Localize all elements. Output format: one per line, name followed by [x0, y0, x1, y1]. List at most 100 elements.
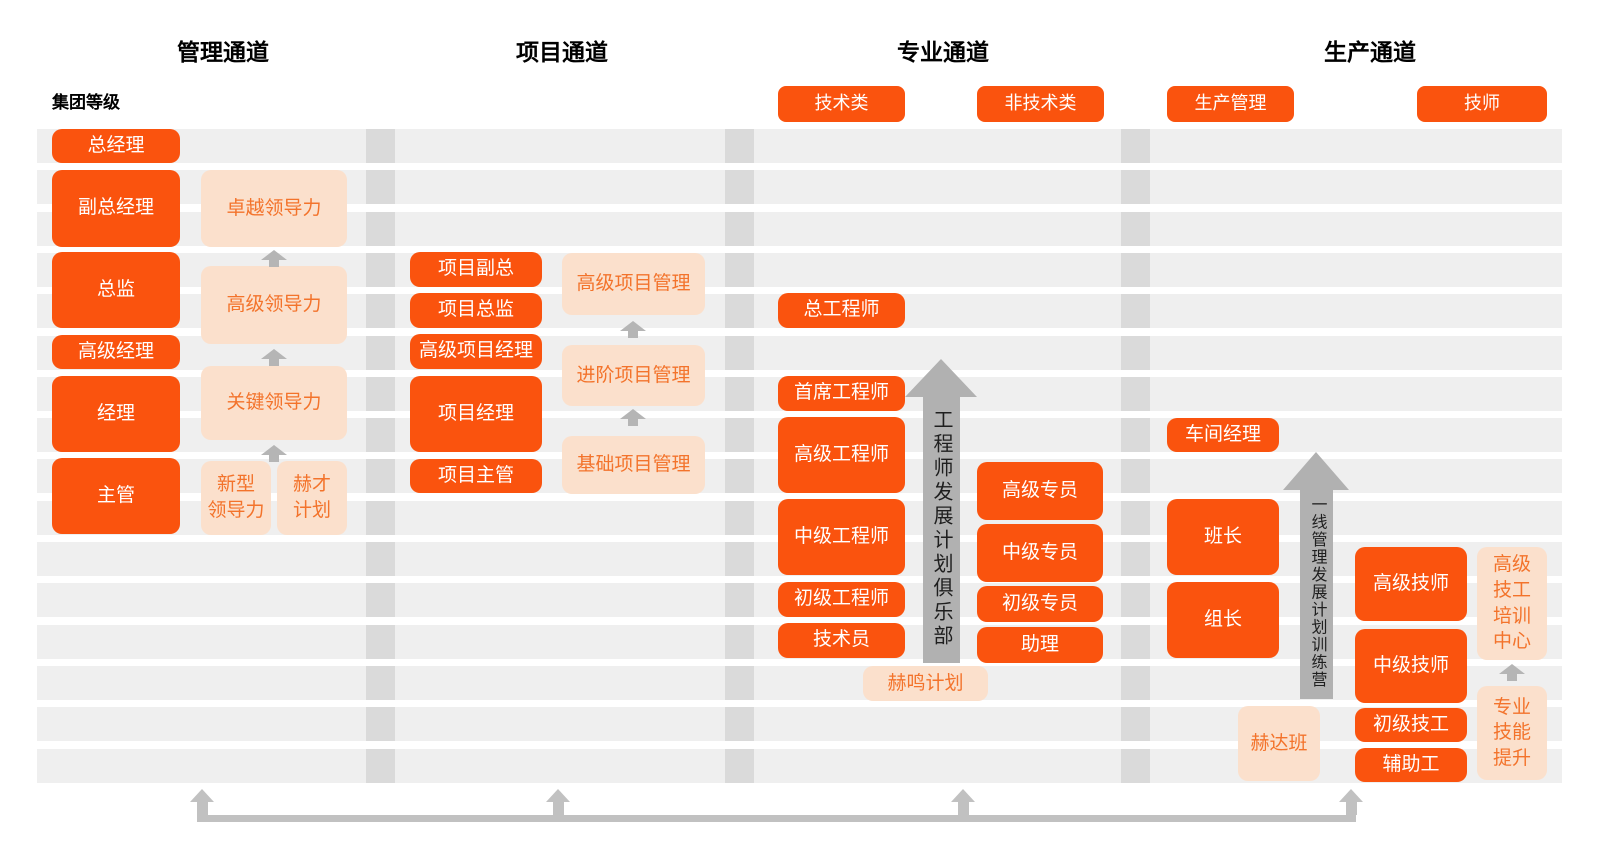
prof-level-principal-engineer: 首席工程师 — [778, 376, 905, 411]
prof-level-assistant: 助理 — [977, 627, 1103, 663]
prof-level-technician: 技术员 — [778, 623, 905, 658]
mgmt-level-deputy-gm: 副总经理 — [52, 170, 180, 247]
prod-level-shift-leader: 班长 — [1167, 499, 1279, 575]
channel-divider — [1121, 459, 1150, 494]
channel-divider — [725, 500, 754, 535]
header-professional-channel: 专业通道 — [897, 39, 989, 65]
proj-level-senior-pm: 高级项目经理 — [410, 334, 542, 369]
subheader-production-management: 生产管理 — [1167, 86, 1294, 122]
channel-divider — [725, 252, 754, 287]
channel-divider — [725, 624, 754, 659]
channel-divider — [1121, 129, 1150, 163]
prof-level-junior-engineer: 初级工程师 — [778, 582, 905, 617]
subheader-technician: 技师 — [1417, 86, 1547, 122]
channel-divider — [725, 459, 754, 494]
channel-divider — [1121, 748, 1150, 783]
up-arrow-icon — [261, 250, 287, 267]
channel-divider — [1121, 252, 1150, 287]
header-project-channel: 项目通道 — [516, 39, 608, 65]
up-arrow-icon — [261, 349, 287, 366]
channel-divider — [366, 500, 395, 535]
channel-divider — [725, 335, 754, 370]
connector-up-arrow-icon — [951, 789, 975, 815]
program-heda-class: 赫达班 — [1238, 706, 1320, 781]
mgmt-level-manager: 经理 — [52, 376, 180, 452]
bottom-connector-line — [197, 815, 1356, 822]
program-professional-skill-upgrade: 专业 技能 提升 — [1477, 686, 1547, 780]
channel-divider — [366, 335, 395, 370]
level-stripe — [37, 129, 1562, 163]
channel-divider — [1121, 624, 1150, 659]
frontline-camp-arrow-label: 一线管理发展计划训练营 — [1308, 496, 1326, 689]
proj-level-vp: 项目副总 — [410, 252, 542, 287]
prof-level-intermediate-specialist: 中级专员 — [977, 524, 1103, 582]
frontline-camp-arrow: 一线管理发展计划训练营 — [1300, 490, 1333, 699]
program-hecai-plan: 赫才 计划 — [277, 461, 347, 535]
channel-divider — [1121, 418, 1150, 453]
prod-level-workshop-manager: 车间经理 — [1167, 418, 1279, 452]
subheader-non-technical: 非技术类 — [977, 86, 1104, 122]
mgmt-level-supervisor: 主管 — [52, 458, 180, 534]
channel-divider — [725, 129, 754, 163]
channel-divider — [366, 170, 395, 205]
channel-divider — [725, 170, 754, 205]
program-key-leadership: 关键领导力 — [201, 366, 347, 440]
connector-up-arrow-icon — [190, 789, 214, 815]
mgmt-level-senior-manager: 高级经理 — [52, 335, 180, 369]
engineer-club-arrow-label: 工程师发展计划俱乐部 — [930, 409, 952, 649]
up-arrow-icon — [261, 445, 287, 462]
prod-level-senior-technician: 高级技师 — [1355, 547, 1467, 621]
program-intermediate-project-mgmt: 进阶项目管理 — [562, 345, 705, 406]
program-excellent-leadership: 卓越领导力 — [201, 170, 347, 247]
channel-divider — [1121, 211, 1150, 246]
channel-divider — [366, 624, 395, 659]
subheader-technical: 技术类 — [778, 86, 905, 122]
channel-divider — [725, 707, 754, 742]
channel-divider — [366, 294, 395, 329]
channel-divider — [1121, 665, 1150, 700]
up-arrow-icon — [1499, 664, 1525, 681]
channel-divider — [1121, 335, 1150, 370]
program-basic-project-mgmt: 基础项目管理 — [562, 436, 705, 494]
channel-divider — [366, 583, 395, 618]
prof-level-intermediate-engineer: 中级工程师 — [778, 499, 905, 575]
channel-divider — [366, 252, 395, 287]
prof-level-junior-specialist: 初级专员 — [977, 586, 1103, 622]
engineer-club-arrow: 工程师发展计划俱乐部 — [923, 397, 960, 663]
channel-divider — [366, 211, 395, 246]
channel-divider — [366, 707, 395, 742]
channel-divider — [1121, 542, 1150, 576]
channel-divider — [725, 583, 754, 618]
program-new-leadership: 新型 领导力 — [201, 461, 271, 535]
channel-divider — [725, 665, 754, 700]
channel-divider — [366, 129, 395, 163]
channel-divider — [725, 542, 754, 576]
mgmt-level-director: 总监 — [52, 252, 180, 328]
level-stripe — [37, 748, 1562, 783]
channel-divider — [725, 294, 754, 329]
channel-divider — [1121, 583, 1150, 618]
channel-divider — [725, 748, 754, 783]
channel-divider — [725, 211, 754, 246]
header-management-channel: 管理通道 — [177, 39, 269, 65]
channel-divider — [366, 376, 395, 411]
group-level-label: 集团等级 — [52, 93, 120, 112]
prof-level-senior-specialist: 高级专员 — [977, 462, 1103, 520]
channel-divider — [1121, 500, 1150, 535]
channel-divider — [1121, 376, 1150, 411]
prof-level-senior-engineer: 高级工程师 — [778, 417, 905, 493]
channel-divider — [366, 418, 395, 453]
up-arrow-icon — [620, 321, 646, 338]
program-heming-plan: 赫鸣计划 — [863, 666, 988, 701]
proj-level-pm: 项目经理 — [410, 376, 542, 452]
prod-level-junior-worker: 初级技工 — [1355, 708, 1467, 742]
up-arrow-icon — [620, 409, 646, 426]
channel-divider — [725, 418, 754, 453]
connector-up-arrow-icon — [1339, 789, 1363, 815]
program-advanced-project-mgmt: 高级项目管理 — [562, 253, 705, 315]
proj-level-supervisor: 项目主管 — [410, 459, 542, 493]
program-senior-worker-training-center: 高级 技工 培训 中心 — [1477, 547, 1547, 660]
connector-up-arrow-icon — [546, 789, 570, 815]
channel-divider — [366, 542, 395, 576]
